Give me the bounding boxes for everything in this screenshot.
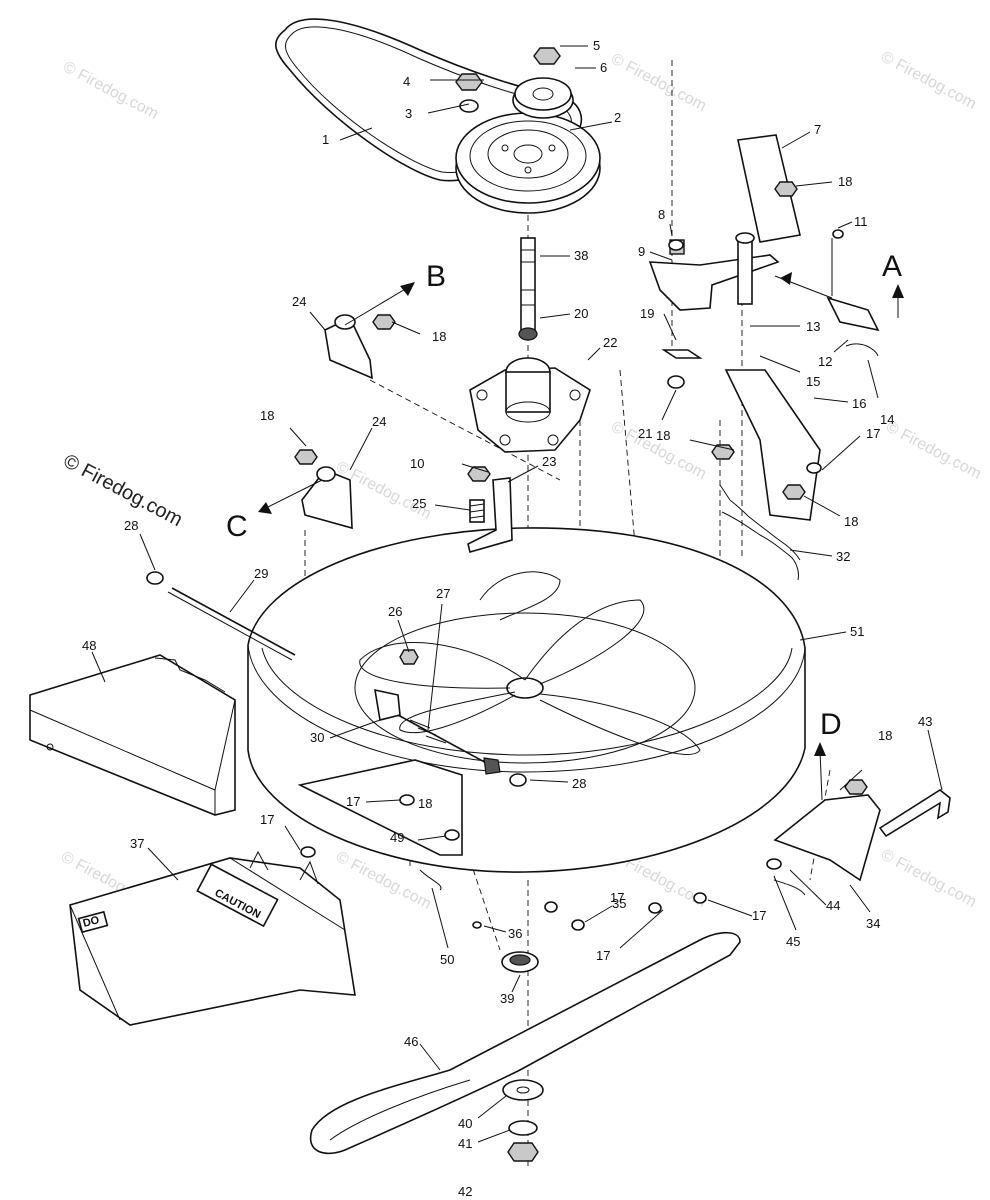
callout-10: 10 (410, 456, 424, 471)
callout-16: 16 (852, 396, 866, 411)
callout-7: 7 (814, 122, 821, 137)
callout-20: 20 (574, 306, 588, 321)
view-letter-a: A (882, 250, 902, 283)
callout-38: 38 (574, 248, 588, 263)
callout-18: 18 (418, 796, 432, 811)
callout-22: 22 (603, 335, 617, 350)
rod-29 (167, 587, 296, 661)
callout-30: 30 (310, 730, 324, 745)
watermark-text: © Firedog.com (608, 51, 709, 115)
callout-34: 34 (866, 916, 880, 931)
callout-36: 36 (508, 926, 522, 941)
lift-lever-assembly (648, 134, 880, 521)
callout-15: 15 (806, 374, 820, 389)
callout-45: 45 (786, 934, 800, 949)
callout-28: 28 (572, 776, 586, 791)
callout-8: 8 (658, 207, 665, 222)
discharge-cover (29, 654, 236, 816)
spindle-shaft (518, 237, 538, 341)
callout-14: 14 (880, 412, 894, 427)
callout-18: 18 (838, 174, 852, 189)
nuts-washers-top (455, 47, 561, 113)
callout-27: 27 (436, 586, 450, 601)
callout-28: 28 (124, 518, 138, 533)
callout-5: 5 (593, 38, 600, 53)
spring-25 (469, 499, 485, 523)
view-arrows (258, 272, 904, 801)
callout-17: 17 (866, 426, 880, 441)
callout-12: 12 (818, 354, 832, 369)
callout-39: 39 (500, 991, 514, 1006)
callout-18: 18 (432, 329, 446, 344)
callout-18: 18 (844, 514, 858, 529)
view-letter-c: C (226, 510, 248, 543)
callout-17: 17 (596, 948, 610, 963)
callout-9: 9 (638, 244, 645, 259)
callout-29: 29 (254, 566, 268, 581)
cutting-blade (309, 931, 741, 1155)
mandrel-pulley (455, 112, 601, 214)
bracket-d (773, 794, 881, 882)
callout-32: 32 (836, 549, 850, 564)
callout-18: 18 (656, 428, 670, 443)
spindle-housing (469, 357, 591, 453)
view-letter-b: B (426, 260, 446, 293)
callout-48: 48 (82, 638, 96, 653)
callout-42: 42 (458, 1184, 472, 1199)
callout-17: 17 (346, 794, 360, 809)
callout-41: 41 (458, 1136, 472, 1151)
callout-4: 4 (403, 74, 410, 89)
callout-18: 18 (260, 408, 274, 423)
callout-17: 17 (752, 908, 766, 923)
view-letters: A B C D (226, 250, 902, 741)
view-letter-d: D (820, 708, 842, 741)
spring-32 (719, 484, 801, 581)
callout-40: 40 (458, 1116, 472, 1131)
fasteners (146, 181, 868, 931)
callout-50: 50 (440, 952, 454, 967)
callout-19: 19 (640, 306, 654, 321)
idler-pulley (512, 77, 574, 119)
callout-3: 3 (405, 106, 412, 121)
leader-lines (91, 45, 943, 1143)
grass-chute: CAUTION DO (69, 850, 356, 1026)
callout-23: 23 (542, 454, 556, 469)
watermark-text: © Firedog.com (878, 847, 979, 911)
rod-43 (878, 789, 951, 838)
callout-2: 2 (614, 110, 621, 125)
callout-17: 17 (610, 890, 624, 905)
callout-13: 13 (806, 319, 820, 334)
watermark-text: © Firedog.com (60, 59, 161, 123)
mower-deck (247, 527, 806, 873)
link-23 (467, 477, 513, 553)
chute-brand-decal: DO (82, 914, 101, 930)
callout-6: 6 (600, 60, 607, 75)
watermark-text: © Firedog.com (883, 419, 984, 483)
shield-49-17 (297, 759, 463, 856)
callout-24: 24 (372, 414, 386, 429)
callout-46: 46 (404, 1034, 418, 1049)
callout-25: 25 (412, 496, 426, 511)
callout-37: 37 (130, 836, 144, 851)
bracket-b (324, 314, 373, 380)
callout-18: 18 (878, 728, 892, 743)
height-adjust-link (374, 688, 501, 775)
bracket-c (301, 466, 353, 530)
watermark-text: © Firedog.com (878, 49, 979, 113)
callout-11: 11 (854, 214, 868, 229)
callout-51: 51 (850, 624, 864, 639)
watermark-text-prominent: © Firedog.com (60, 450, 186, 531)
callout-43: 43 (918, 714, 932, 729)
callout-17: 17 (260, 812, 274, 827)
callout-35: 35 (612, 896, 626, 911)
callout-numbers: 1 2 3 4 5 6 7 8 9 10 11 12 13 14 15 16 1… (82, 38, 932, 1199)
callout-1: 1 (322, 132, 329, 147)
callout-24: 24 (292, 294, 306, 309)
callout-21: 21 (638, 426, 652, 441)
callout-44: 44 (826, 898, 840, 913)
blade-hub (501, 951, 544, 1162)
callout-26: 26 (388, 604, 402, 619)
callout-49: 49 (390, 830, 404, 845)
